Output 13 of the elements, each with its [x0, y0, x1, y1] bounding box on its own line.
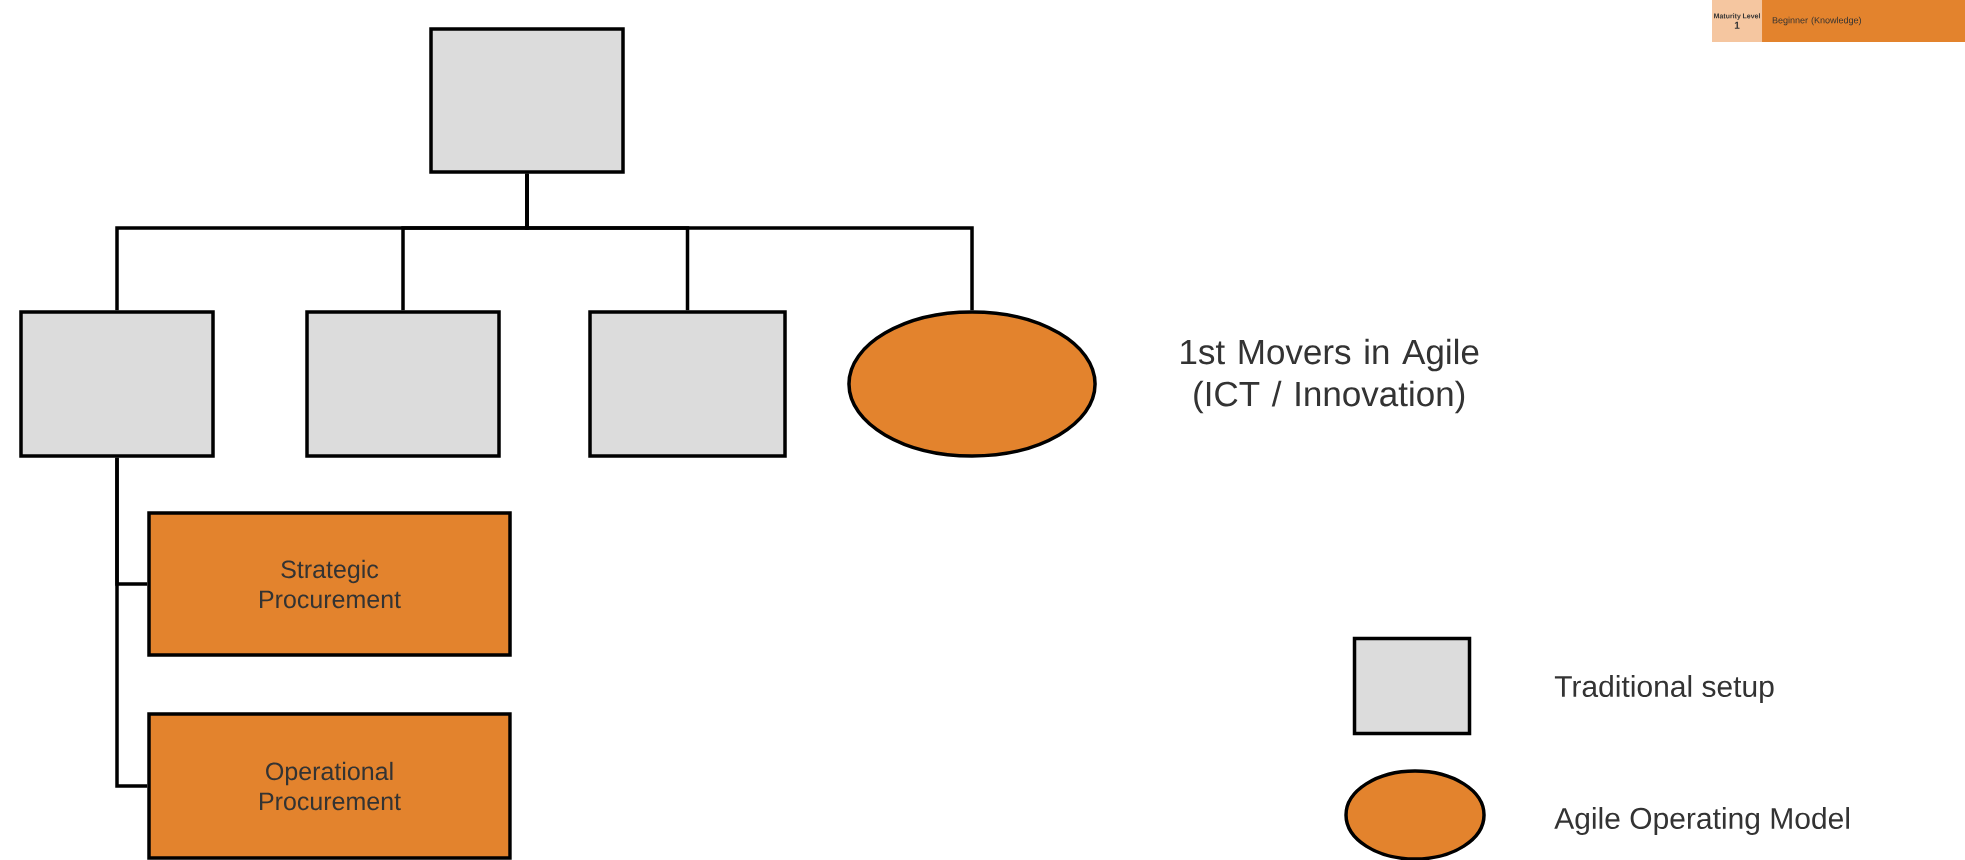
connector-line [115, 457, 148, 788]
org-box [588, 310, 787, 458]
org-box [19, 310, 215, 458]
org-box [429, 27, 625, 174]
connector-line [525, 173, 974, 311]
legend-text: Traditional setup [1554, 675, 1774, 703]
org-box [305, 310, 501, 458]
process-box: Strategic Procurement [147, 511, 512, 657]
side-label: 1st Movers in Agile (ICT / Innovation) [1181, 338, 1479, 414]
level-band: Beginner (Knowledge) [1762, 0, 1965, 42]
legend-text: Agile Operating Model [1554, 807, 1849, 835]
agile-ellipse [847, 310, 1097, 458]
process-box: Operational Procurement [147, 712, 512, 860]
